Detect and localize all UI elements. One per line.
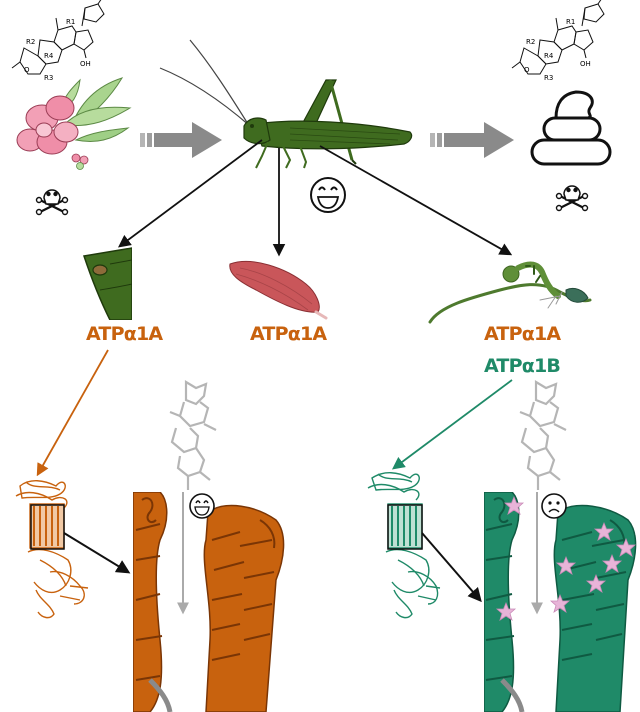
grasshopper-icon xyxy=(159,39,413,169)
arrow-to-gut xyxy=(117,139,263,248)
sad-face-icon-binding xyxy=(541,493,567,519)
arrow-atpa1b-to-structure xyxy=(391,379,513,470)
substituent-r1-left: R1 xyxy=(66,18,75,26)
mutation-site xyxy=(549,593,571,613)
mutation-site xyxy=(601,553,623,573)
cardenolide-structure-right xyxy=(511,0,605,75)
nerve-cell-icon xyxy=(428,261,592,324)
atpa1b-binding-site-zoom xyxy=(484,492,637,712)
mutation-site xyxy=(555,555,577,575)
poop-icon xyxy=(530,90,612,166)
substituent-oh-left: OH xyxy=(80,60,91,68)
skull-crossbones-icon-left xyxy=(35,189,69,216)
skull-crossbones-icon-right xyxy=(555,185,589,212)
atpa1a-binding-site-zoom xyxy=(133,492,285,712)
zoom-box-orange xyxy=(30,504,65,550)
atpa1b-protein-structure xyxy=(367,472,441,619)
zoom-arrow-teal xyxy=(421,532,482,603)
label-nerve-atpa1a: ATPα1A xyxy=(484,323,561,345)
substituent-r4-left: R4 xyxy=(44,52,54,60)
arrow-to-nerve xyxy=(319,145,513,256)
mutation-sites xyxy=(495,495,637,621)
mutation-site xyxy=(593,521,615,541)
substituent-r4-right: R4 xyxy=(544,52,554,60)
gut-tissue-icon xyxy=(83,247,132,320)
substituent-r1-right: R1 xyxy=(566,18,575,26)
muscle-tissue-icon xyxy=(229,260,328,320)
excretion-arrow xyxy=(430,122,514,158)
substituent-o-right: O xyxy=(524,66,530,74)
happy-face-icon-grasshopper xyxy=(310,177,346,213)
substituent-r2-right: R2 xyxy=(526,38,535,46)
mutation-site xyxy=(495,601,517,621)
zoom-box-teal xyxy=(387,504,423,550)
mutation-site xyxy=(615,537,637,557)
substituent-r2-left: R2 xyxy=(26,38,35,46)
happy-face-icon-binding xyxy=(189,493,215,519)
substituent-r3-left: R3 xyxy=(44,74,53,82)
mutation-site xyxy=(585,573,607,593)
label-nerve-atpa1b: ATPα1B xyxy=(484,355,560,377)
atpa1a-protein-structure xyxy=(15,480,89,619)
ingestion-arrow xyxy=(140,122,222,158)
oleander-flower-icon xyxy=(16,77,132,170)
cardenolide-structure-left xyxy=(11,0,105,75)
substituent-o-left: O xyxy=(24,66,30,74)
substituent-r3-right: R3 xyxy=(544,74,553,82)
substituent-oh-right: OH xyxy=(580,60,591,68)
cardenolide-ligand-left xyxy=(169,380,217,490)
label-gut-atpa1a: ATPα1A xyxy=(86,323,163,345)
cardenolide-ligand-right xyxy=(519,380,567,490)
mutation-site xyxy=(503,495,525,515)
arrow-atpa1a-to-structure xyxy=(36,349,109,477)
zoom-arrow-orange xyxy=(63,532,131,574)
label-muscle-atpa1a: ATPα1A xyxy=(250,323,327,345)
